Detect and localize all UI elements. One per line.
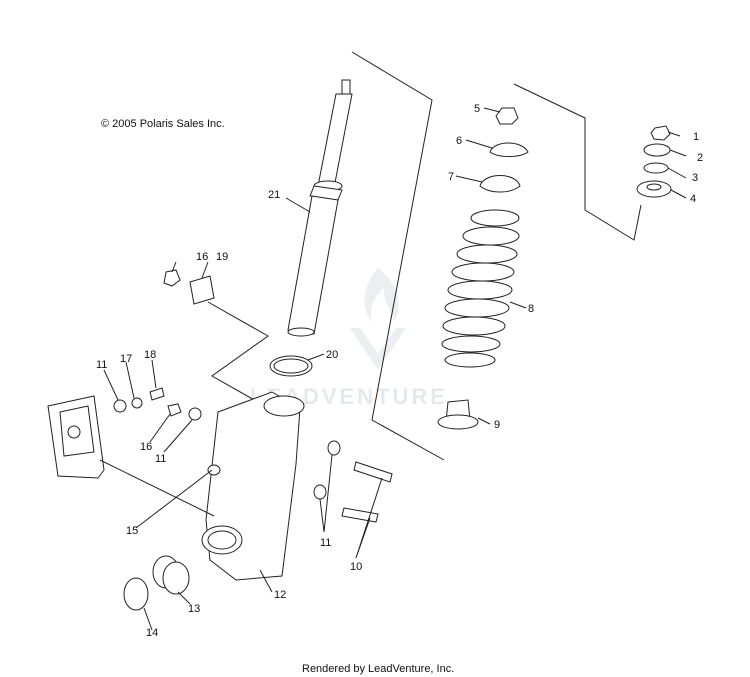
assembly-outlines <box>207 51 642 461</box>
callout-8: 8 <box>528 303 534 315</box>
callout-19: 19 <box>216 251 228 263</box>
callout-13: 13 <box>188 603 200 615</box>
coil-spring <box>441 209 520 368</box>
bump-stop <box>437 399 479 430</box>
callout-11-right: 11 <box>320 537 331 549</box>
callout-20: 20 <box>326 349 338 361</box>
callout-15: 15 <box>126 525 138 537</box>
knuckle-bolts <box>313 440 393 523</box>
callout-9: 9 <box>494 419 500 431</box>
footer-text: Rendered by LeadVenture, Inc. <box>302 663 454 675</box>
callout-4: 4 <box>690 193 696 205</box>
callout-16-lower: 16 <box>140 441 152 453</box>
callout-17: 17 <box>120 353 132 365</box>
top-hardware <box>636 125 672 198</box>
callout-18: 18 <box>144 349 156 361</box>
callout-5: 5 <box>474 103 480 115</box>
callout-11-lower: 11 <box>155 453 166 465</box>
callout-7: 7 <box>448 171 454 183</box>
copyright-text: © 2005 Polaris Sales Inc. <box>101 118 225 130</box>
callout-6: 6 <box>456 135 462 147</box>
bearing <box>152 555 190 595</box>
callout-16-top: 16 <box>196 251 208 263</box>
grease-fitting <box>207 464 221 476</box>
callout-10: 10 <box>350 561 362 573</box>
callout-11-left: 11 <box>96 359 107 371</box>
callout-1: 1 <box>693 131 699 143</box>
callout-12: 12 <box>274 589 286 601</box>
callout-3: 3 <box>692 172 698 184</box>
o-ring <box>269 355 313 377</box>
upper-mount-stack <box>479 107 529 193</box>
callout-21: 21 <box>268 189 280 201</box>
snap-ring <box>123 577 149 611</box>
watermark: LEADVENTURE <box>250 268 445 409</box>
brake-caliper <box>47 395 105 479</box>
leader-lines <box>99 107 687 631</box>
caliper-hardware <box>113 387 202 421</box>
bracket-hardware <box>163 269 215 305</box>
callout-14: 14 <box>146 627 158 639</box>
steering-knuckle <box>201 391 305 581</box>
callout-labels: 1 2 3 4 5 6 7 8 9 10 11 11 11 12 13 14 1… <box>96 103 703 639</box>
callout-2: 2 <box>697 152 703 164</box>
strut-shock <box>287 79 353 337</box>
